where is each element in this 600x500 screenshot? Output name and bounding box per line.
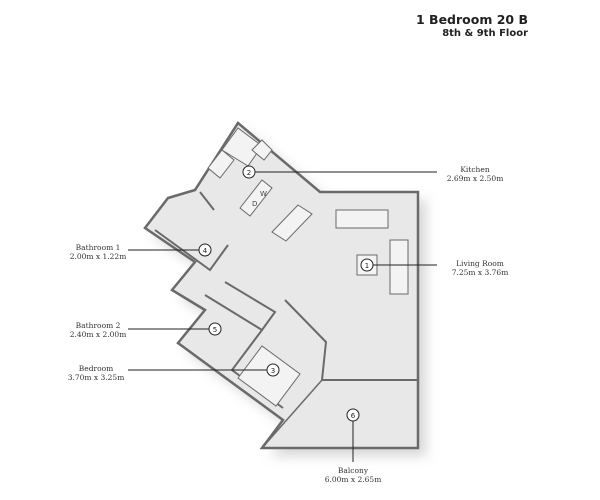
living-room-name: Living Room (456, 259, 504, 268)
marker-6-number: 6 (351, 412, 356, 420)
plan-subtitle: 8th & 9th Floor (442, 28, 528, 39)
marker-4 (198, 243, 212, 257)
marker-3-number: 3 (271, 367, 275, 375)
balcony-size: 6.00m x 2.65m (324, 475, 382, 484)
marker-2 (242, 165, 256, 179)
label-kitchen: Kitchen 2.69m x 2.50m (435, 165, 515, 183)
label-bathroom-2: Bathroom 2 2.40m x 2.00m (58, 321, 138, 339)
bathroom-2-name: Bathroom 2 (75, 321, 121, 330)
dishwasher-w-label: W (260, 190, 267, 198)
dining-table (271, 204, 313, 242)
kitchen-fixtures (207, 127, 273, 217)
kitchen-size: 2.69m x 2.50m (446, 174, 504, 183)
balcony-edge (261, 379, 323, 449)
balcony-name: Balcony (337, 466, 369, 475)
label-balcony: Balcony 6.00m x 2.65m (313, 466, 393, 484)
callout-lines (128, 171, 437, 462)
marker-6 (346, 408, 360, 422)
label-living-room: Living Room 7.25m x 3.76m (440, 259, 520, 277)
bathroom-2-size: 2.40m x 2.00m (69, 330, 127, 339)
room-markers (198, 165, 374, 422)
label-bathroom-1: Bathroom 1 2.00m x 1.22m (58, 243, 138, 261)
bedroom-name: Bedroom (78, 364, 114, 373)
dishwasher-d-label: D (252, 200, 257, 208)
marker-1-number: 1 (365, 262, 369, 270)
bathroom-1-name: Bathroom 1 (75, 243, 121, 252)
sofa-side (389, 239, 409, 295)
sofa (335, 209, 389, 229)
kitchen-name: Kitchen (460, 165, 490, 174)
marker-5 (208, 322, 222, 336)
marker-3 (266, 363, 280, 377)
living-room-size: 7.25m x 3.76m (451, 268, 509, 277)
bed (237, 345, 301, 407)
label-bedroom: Bedroom 3.70m x 3.25m (56, 364, 136, 382)
marker-2-number: 2 (247, 169, 251, 177)
apartment-outline (143, 121, 420, 450)
bathroom-1-size: 2.00m x 1.22m (69, 252, 127, 261)
marker-4-number: 4 (203, 247, 208, 255)
bedroom-size: 3.70m x 3.25m (67, 373, 125, 382)
plan-title: 1 Bedroom 20 B (416, 12, 528, 27)
marker-1 (360, 258, 374, 272)
marker-5-number: 5 (213, 326, 217, 334)
